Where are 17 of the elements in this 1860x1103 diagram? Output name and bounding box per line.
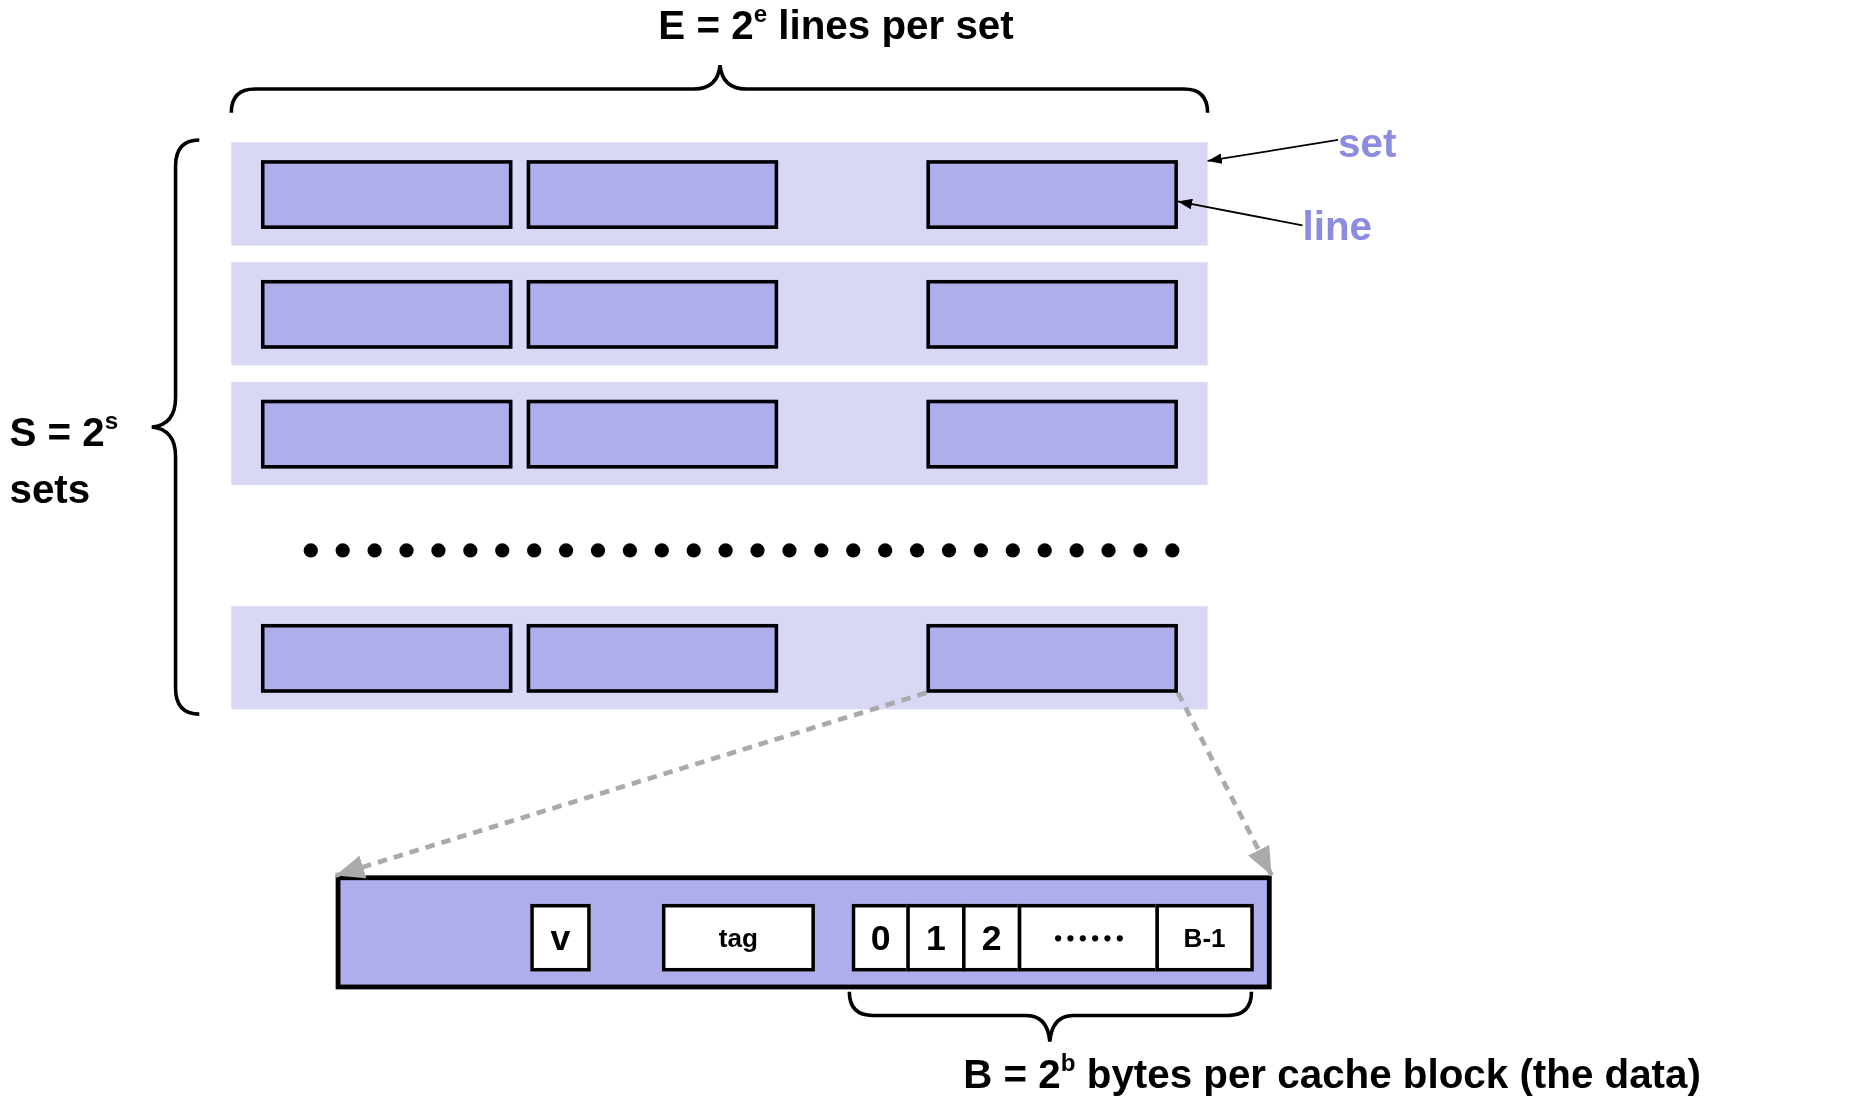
set-band	[231, 262, 1208, 366]
dimension-label: S = 2$^{s}$ sets	[9, 406, 120, 514]
zoom-arrow	[335, 690, 928, 879]
valid-bit-field: v	[530, 903, 591, 972]
set-band	[231, 142, 1208, 246]
leader-line	[1177, 198, 1304, 227]
leader-line	[1206, 139, 1339, 164]
set-band	[231, 381, 1208, 486]
byte-field: B-1	[1155, 903, 1254, 972]
tag-field: tag	[661, 903, 815, 972]
dimension-label: E = 2$^{e}$ lines per set	[658, 2, 1014, 49]
dimension-label: B = 2$^{b}$ bytes per cache block (the data)	[963, 1051, 1701, 1098]
set-band	[231, 606, 1208, 710]
callout-label: line	[1302, 201, 1398, 250]
cache-line-block	[335, 875, 1272, 990]
zoom-arrow	[1175, 691, 1274, 877]
callout-label: set	[1338, 118, 1422, 167]
